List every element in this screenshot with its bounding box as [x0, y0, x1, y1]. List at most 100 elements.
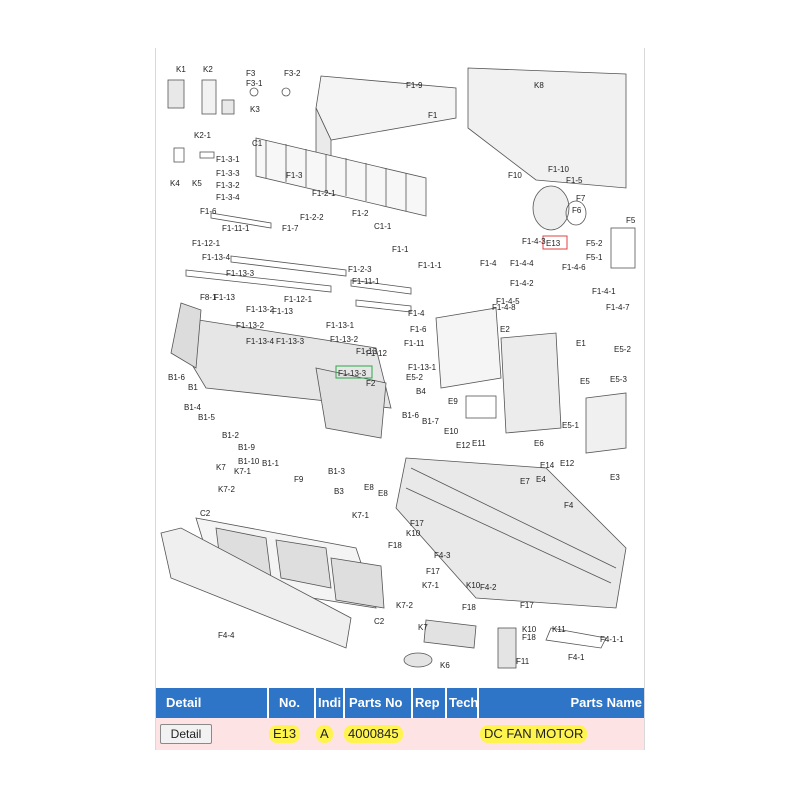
part-callout-label: F1-3-1 [216, 155, 240, 164]
part-callout-label: B3 [334, 487, 344, 496]
part-callout-label: B1-4 [184, 403, 201, 412]
part-callout-label: E2 [500, 325, 510, 334]
part-callout-label: C1 [252, 139, 263, 148]
part-callout-label: F1-2-2 [300, 213, 324, 222]
part-callout-label: F1-4-3 [522, 237, 546, 246]
part-callout-label: F1-2-1 [312, 189, 336, 198]
part-callout-label: F17 [410, 519, 424, 528]
part-callout-label: F7 [576, 194, 586, 203]
part-callout-label: B1-2 [222, 431, 239, 440]
part-callout-label: F1-1-1 [418, 261, 442, 270]
part-callout-label: F1 [428, 111, 438, 120]
part-callout-label: F5-2 [586, 239, 603, 248]
part-callout-label: F6 [572, 206, 582, 215]
part-callout-label: F3-1 [246, 79, 263, 88]
cell-indi: A [316, 725, 333, 743]
part-callout-label: F1-4-4 [510, 259, 534, 268]
part-callout-label: F9 [294, 475, 304, 484]
part-callout-label: K7-1 [234, 467, 251, 476]
part-callout-label: F17 [520, 601, 534, 610]
part-callout-label: F3-2 [284, 69, 301, 78]
part-callout-label: E5-2 [406, 373, 423, 382]
part-callout-label: F1-11-1 [352, 277, 380, 286]
part-callout-label: F1-13 [272, 307, 293, 316]
e13-highlight-box [542, 235, 568, 250]
part-callout-label: F1-4 [408, 309, 425, 318]
part-callout-label: F1-9 [406, 81, 423, 90]
part-callout-label: F10 [508, 171, 522, 180]
part-callout-label: F1-3-4 [216, 193, 240, 202]
part-callout-label: E3 [610, 473, 620, 482]
part-callout-label: F1-13 [214, 293, 235, 302]
part-callout-label: B1-1 [262, 459, 279, 468]
part-callout-label: B1-6 [402, 411, 419, 420]
part-callout-label: F1-13-2 [330, 335, 359, 344]
part-callout-label: F4-1-1 [600, 635, 624, 644]
part-callout-label: F1-2-3 [348, 265, 372, 274]
part-callout-label: F1-13 [356, 347, 377, 356]
part-callout-label: E5 [580, 377, 590, 386]
part-callout-label: E5-3 [610, 375, 627, 384]
part-callout-label: F5-1 [586, 253, 603, 262]
detail-button[interactable]: Detail [160, 724, 212, 744]
part-callout-label: F1-4-6 [562, 263, 586, 272]
part-callout-label: F1-13-1 [326, 321, 355, 330]
part-callout-label: F1-7 [282, 224, 299, 233]
part-callout-label: F1-3-3 [216, 169, 240, 178]
f1-13-3-highlight-box [335, 365, 373, 379]
part-callout-label: F4 [564, 501, 574, 510]
part-callout-label: K8 [534, 81, 544, 90]
part-callout-label: F5 [626, 216, 636, 225]
part-callout-label: K7-1 [422, 581, 439, 590]
table-header: Detail No. Indi Parts No Rep Tech Parts … [156, 688, 644, 718]
part-callout-label: F8-1 [200, 293, 217, 302]
part-callout-label: F1-13-3 [276, 337, 305, 346]
part-callout-label: E1 [576, 339, 586, 348]
part-callout-label: E8 [378, 489, 388, 498]
part-callout-label: F1-13-4 [202, 253, 231, 262]
col-header-detail: Detail [166, 695, 202, 710]
part-callout-label: F1-4-2 [510, 279, 534, 288]
part-callout-label: F1-4-7 [606, 303, 630, 312]
part-callout-label: F4-1 [568, 653, 585, 662]
part-callout-label: F1-10 [548, 165, 569, 174]
part-callout-label: F1-13-3 [226, 269, 255, 278]
part-callout-label: B1-3 [328, 467, 345, 476]
part-callout-label: F4-4 [218, 631, 235, 640]
part-callout-label: F1-4-1 [592, 287, 616, 296]
part-callout-label: E8 [364, 483, 374, 492]
part-callout-label: F1-6 [410, 325, 427, 334]
part-callout-label: E7 [520, 477, 530, 486]
table-row: Detail E13 A 4000845 DC FAN MOTOR [156, 718, 644, 750]
part-callout-label: E5-2 [614, 345, 631, 354]
part-callout-label: E14 [540, 461, 555, 470]
cell-parts-no: 4000845 [344, 725, 403, 743]
callout-highlights [335, 235, 568, 379]
diagram-artwork [160, 67, 636, 669]
col-header-tech: Tech [445, 688, 478, 718]
part-callout-label: K11 [552, 625, 566, 634]
part-callout-label: F1-13-2 [246, 305, 275, 314]
part-callout-label: K7-2 [218, 485, 235, 494]
part-callout-label: F1-4 [480, 259, 497, 268]
part-callout-label: F1-12-1 [192, 239, 221, 248]
col-header-indi: Indi [314, 688, 342, 718]
part-callout-label: C2 [374, 617, 385, 626]
part-callout-label: F1-3-2 [216, 181, 240, 190]
part-callout-label: F3 [246, 69, 256, 78]
part-callout-label: B1-9 [238, 443, 255, 452]
part-callout-label: F18 [462, 603, 476, 612]
part-callout-label: F17 [426, 567, 440, 576]
part-callout-label: C1-1 [374, 222, 392, 231]
part-callout-label: K4 [170, 179, 180, 188]
part-callout-label: F11 [516, 657, 530, 666]
part-callout-label: K10 [406, 529, 421, 538]
part-callout-label: F1-12 [366, 349, 387, 358]
part-callout-label: F4-3 [434, 551, 451, 560]
part-callout-label: B1 [188, 383, 198, 392]
part-callout-label: K7-1 [352, 511, 369, 520]
part-callout-label: K7-2 [396, 601, 413, 610]
part-callout-label: F1-1 [392, 245, 409, 254]
